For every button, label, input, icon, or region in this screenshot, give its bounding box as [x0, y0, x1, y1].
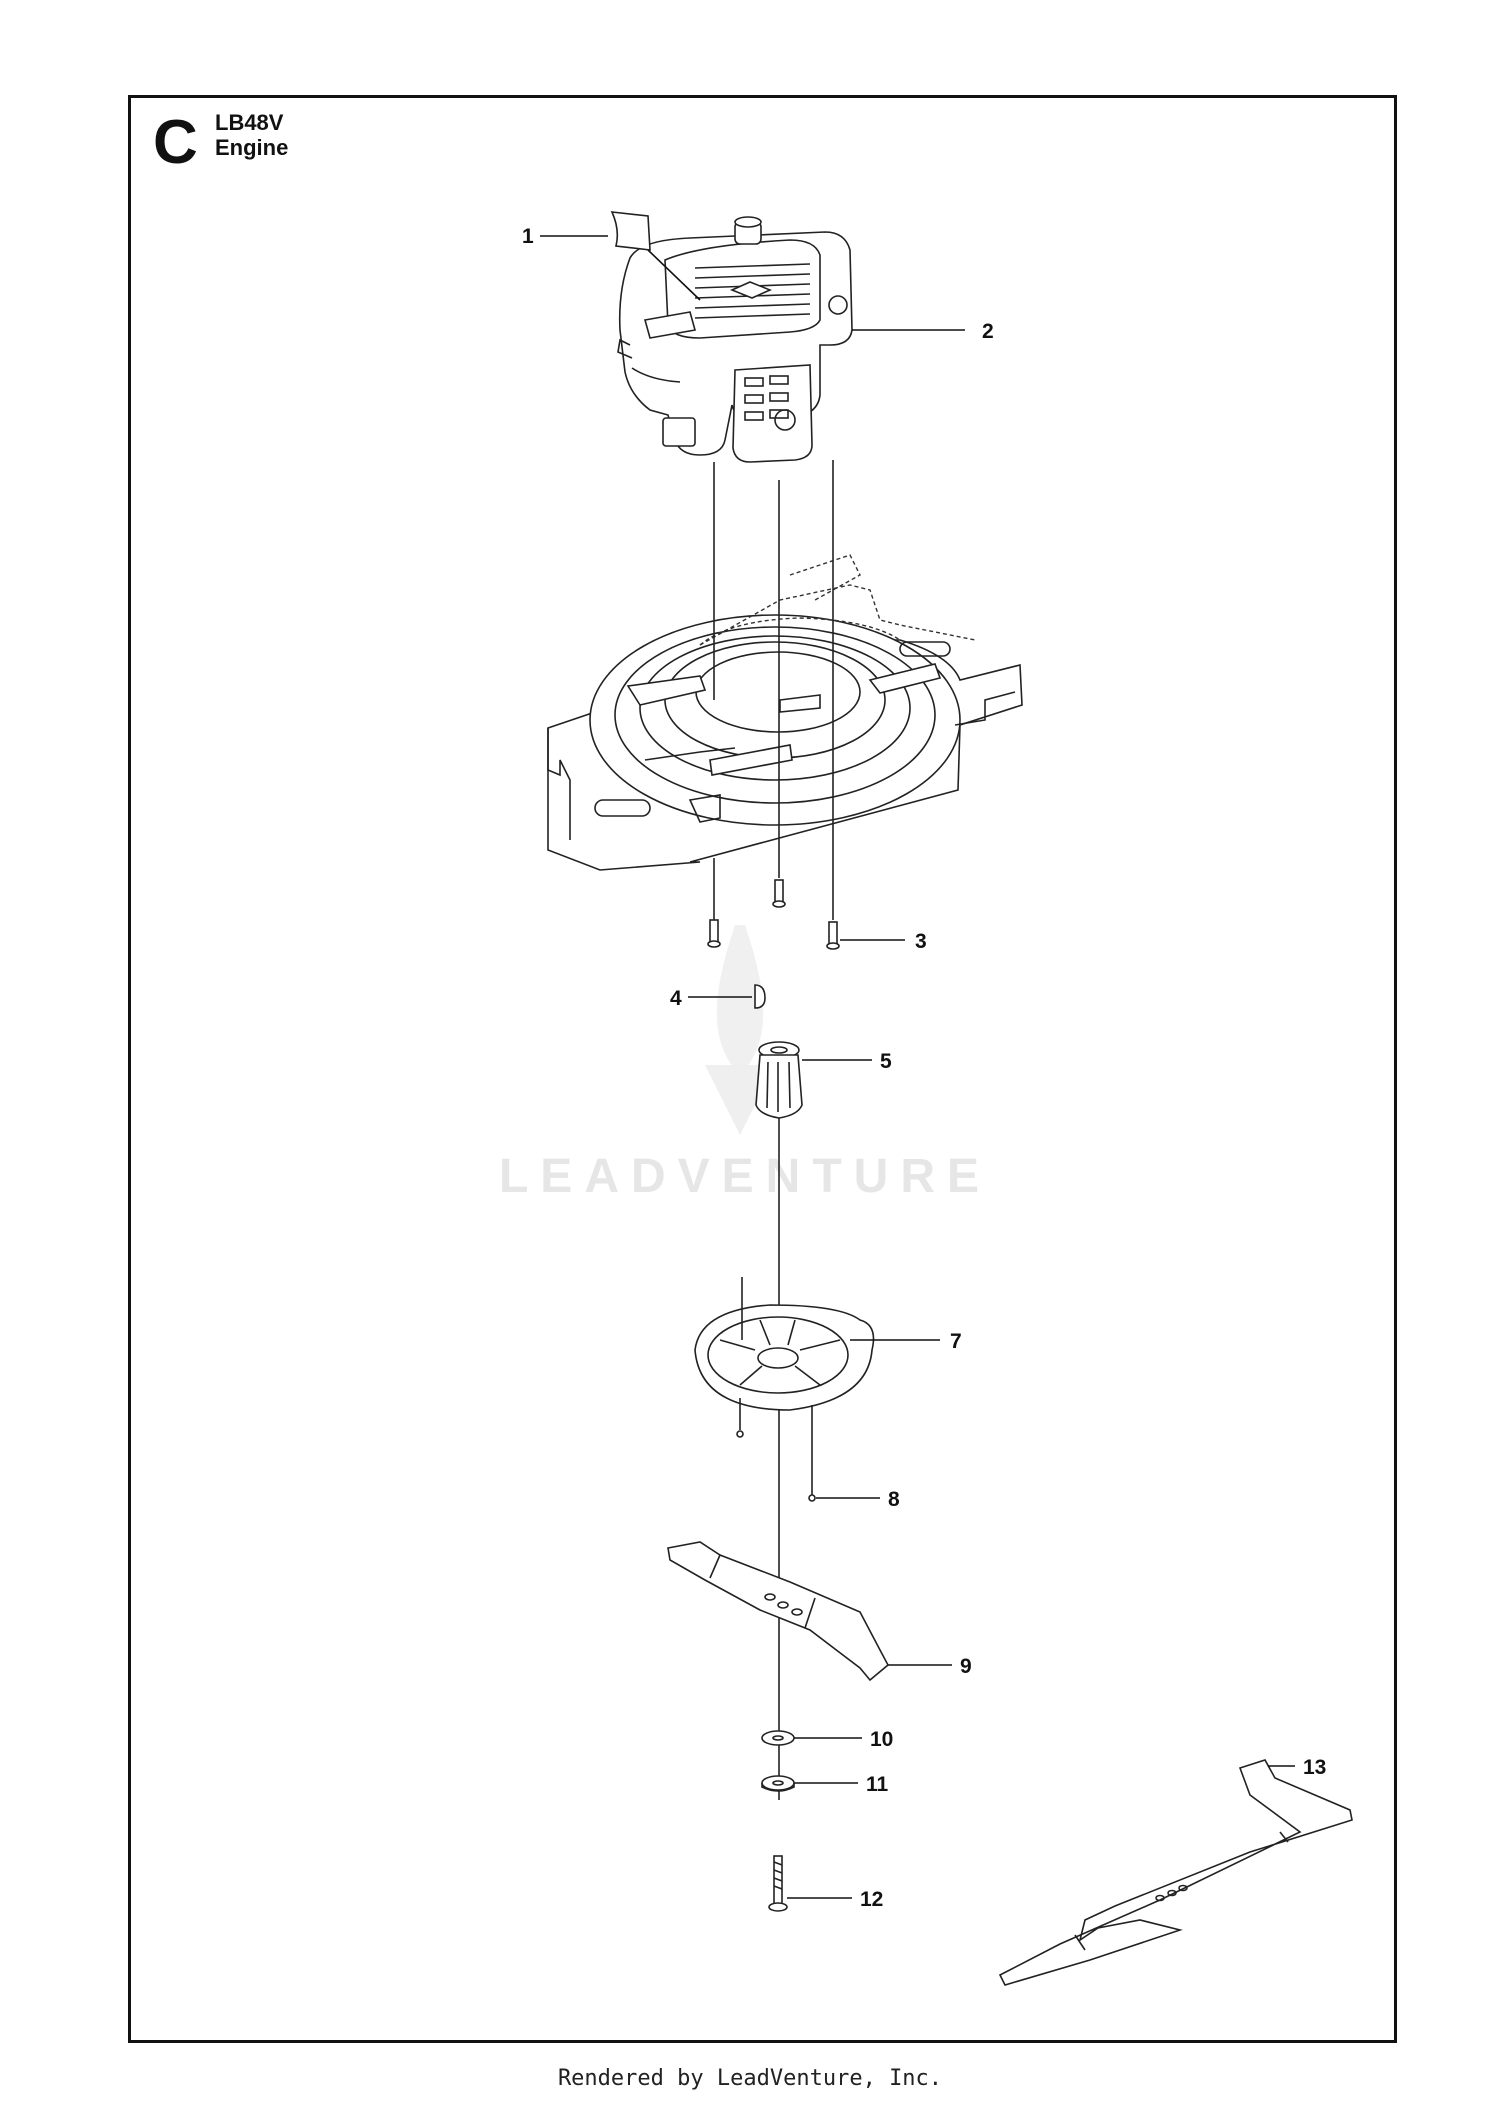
callout-13[interactable]: 13: [1303, 1756, 1326, 1779]
section-letter: C: [153, 108, 198, 177]
alternate-blade[interactable]: [998, 1759, 1353, 1986]
callout-10[interactable]: 10: [870, 1728, 893, 1751]
callout-8[interactable]: 8: [888, 1488, 900, 1511]
watermark-text: LEADVENTURE: [499, 1150, 991, 1203]
cutting-guard[interactable]: [694, 1277, 875, 1495]
callout-4[interactable]: 4: [670, 987, 682, 1010]
leader-lines: [540, 235, 1295, 1899]
key[interactable]: [754, 984, 766, 1009]
footer-credit: Rendered by LeadVenture, Inc.: [557, 2066, 943, 2091]
deck-bolts[interactable]: [707, 460, 840, 950]
callout-1[interactable]: 1: [522, 225, 534, 248]
decal[interactable]: [610, 211, 651, 251]
mower-deck: [547, 554, 1023, 871]
section-title: Engine: [215, 135, 289, 160]
engine[interactable]: [617, 216, 853, 463]
diagram-frame: [128, 95, 1397, 2043]
callout-11[interactable]: 11: [866, 1773, 889, 1796]
guard-screw[interactable]: [808, 1494, 816, 1502]
callout-12[interactable]: 12: [860, 1888, 883, 1911]
watermark: LEADVENTURE: [499, 925, 991, 1203]
callout-5[interactable]: 5: [880, 1050, 892, 1073]
callout-7[interactable]: 7: [950, 1330, 962, 1353]
model-name: LB48V: [215, 110, 284, 135]
callout-2[interactable]: 2: [982, 320, 994, 343]
washer-thick[interactable]: [761, 1775, 795, 1792]
blade-adapter[interactable]: [755, 1041, 803, 1119]
blade[interactable]: [667, 1541, 890, 1682]
callout-9[interactable]: 9: [960, 1655, 972, 1678]
callout-labels: 1 2 3 4 5 7 8 9 10 11 12 13: [522, 225, 1326, 1911]
callout-3[interactable]: 3: [915, 930, 927, 953]
blade-bolt[interactable]: [768, 1855, 788, 1912]
washer[interactable]: [761, 1730, 795, 1746]
